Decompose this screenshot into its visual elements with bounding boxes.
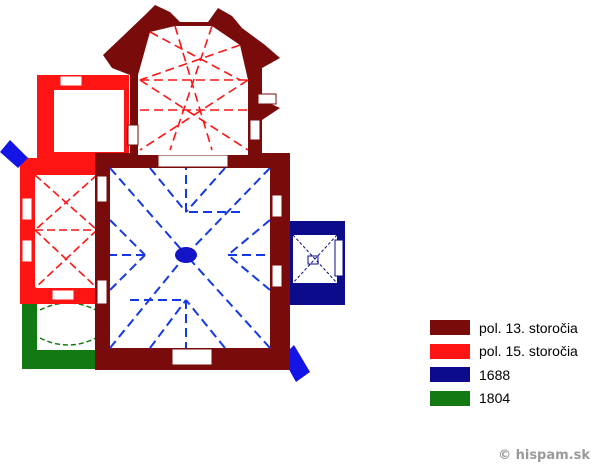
- nave-vault-ribs: [109, 167, 271, 349]
- copyright-watermark: © hispam.sk: [498, 448, 590, 463]
- legend-item-1804: 1804: [430, 387, 578, 411]
- legend-swatch: [430, 320, 470, 336]
- presbytery-13th-century: [103, 5, 280, 155]
- annex-1804: [22, 297, 100, 369]
- legend-label: pol. 15. storočia: [479, 343, 578, 360]
- chapels-15th-century: [20, 75, 129, 304]
- legend: pol. 13. storočia pol. 15. storočia 1688…: [430, 316, 578, 410]
- legend-label: 1804: [479, 390, 511, 407]
- legend-item-1688: 1688: [430, 363, 578, 387]
- legend-label: 1688: [479, 366, 511, 383]
- central-boss: [175, 247, 197, 263]
- legend-label: pol. 13. storočia: [479, 319, 578, 336]
- legend-item-13th-century: pol. 13. storočia: [430, 316, 578, 340]
- legend-swatch: [430, 343, 470, 359]
- legend-swatch: [430, 367, 470, 383]
- legend-item-15th-century: pol. 15. storočia: [430, 340, 578, 364]
- legend-swatch: [430, 390, 470, 406]
